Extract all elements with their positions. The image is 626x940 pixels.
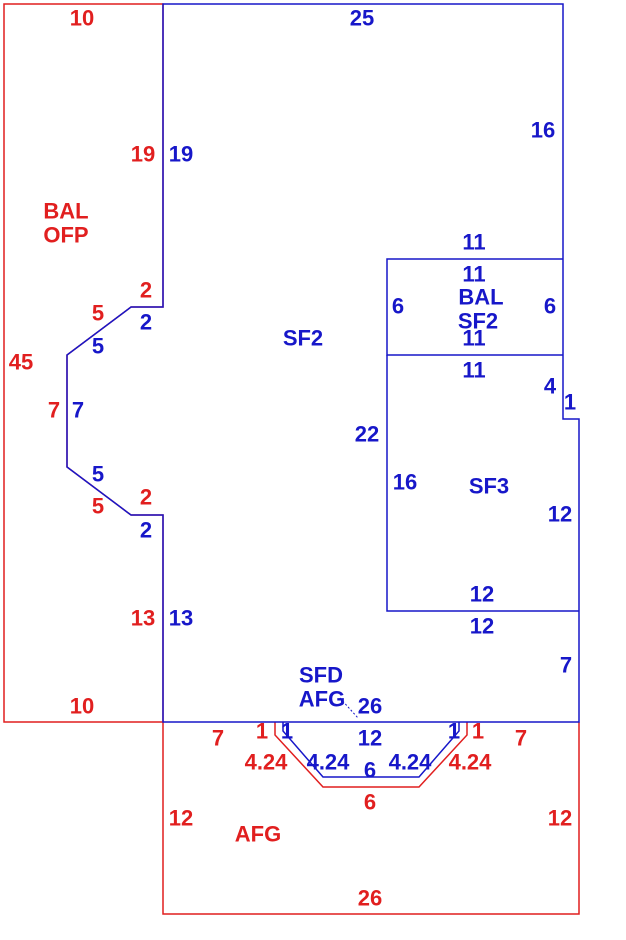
afg-bay-outline: [274, 722, 468, 788]
dimension-label: 5: [92, 462, 104, 487]
blue-dimension-labels: 25 16 19 2 5 7 5 2 13 7 26 11 11 6 6 11 …: [72, 6, 576, 783]
dimension-label: 2: [140, 278, 152, 303]
dimension-label: 7: [48, 398, 60, 423]
dimension-label: 7: [72, 398, 84, 423]
area-label-bal-sf2-line2: SF2: [458, 309, 498, 334]
dimension-label: 5: [92, 494, 104, 519]
dimension-label: 22: [355, 422, 379, 447]
dimension-label: 26: [358, 694, 382, 719]
bay-window-outline: [282, 722, 460, 778]
dimension-label: 7: [515, 726, 527, 751]
dimension-label: 4.24: [245, 750, 289, 775]
dimension-label: 11: [462, 358, 485, 383]
dimension-label: 5: [92, 301, 104, 326]
dimension-label: 1: [448, 719, 460, 744]
dimension-label: 13: [131, 606, 155, 631]
dimension-label: 1: [472, 719, 484, 744]
dimension-label: 4.24: [307, 750, 351, 775]
dimension-label: 2: [140, 518, 152, 543]
dimension-label: 12: [548, 806, 572, 831]
dimension-label: 1: [281, 719, 293, 744]
dimension-label: 12: [169, 806, 193, 831]
area-label-sf2: SF2: [283, 326, 323, 351]
dimension-label: 11: [462, 262, 485, 287]
area-labels: BAL OFP SF2 BAL SF2 SF3 SFD AFG AFG: [43, 199, 509, 847]
dimension-label: 19: [169, 142, 193, 167]
sf2-outline: [66, 3, 580, 723]
area-label-sfd-afg-line1: SFD: [299, 663, 343, 688]
dimension-label: 45: [9, 350, 33, 375]
afg-outline: [162, 722, 580, 915]
dimension-label: 12: [470, 614, 494, 639]
dimension-label: 13: [169, 606, 193, 631]
area-label-sf3: SF3: [469, 474, 509, 499]
dimension-label: 11: [462, 230, 485, 255]
dimension-label: 7: [212, 726, 224, 751]
red-dimension-labels: 10 19 45 2 5 7 5 2 13 10 7 1 4.24 6 4.24…: [9, 6, 572, 911]
dimension-label: 11: [462, 326, 485, 351]
dimension-label: 26: [358, 886, 382, 911]
dimension-label: 25: [350, 6, 374, 31]
blue-outlines: [66, 3, 580, 778]
dimension-label: 1: [564, 390, 576, 415]
dimension-label: 12: [470, 582, 494, 607]
dimension-label: 5: [92, 334, 104, 359]
area-label-bal-ofp-line2: OFP: [43, 223, 88, 248]
dimension-label: 6: [364, 790, 376, 815]
bal-sf2-outline: [386, 258, 563, 356]
dimension-label: 7: [560, 653, 572, 678]
dimension-label: 10: [70, 694, 94, 719]
dimension-label: 1: [256, 719, 268, 744]
area-label-bal-sf2-line1: BAL: [458, 285, 503, 310]
sfd-afg-leader: [339, 697, 359, 719]
dimension-label: 2: [140, 310, 152, 335]
dimension-label: 6: [544, 294, 556, 319]
dimension-label: 4.24: [389, 750, 433, 775]
dimension-label: 6: [392, 294, 404, 319]
red-outlines: [3, 3, 580, 915]
sf3-outline: [386, 355, 579, 612]
dimension-label: 16: [531, 118, 555, 143]
area-label-afg: AFG: [235, 822, 281, 847]
dimension-label: 6: [364, 758, 376, 783]
area-label-sfd-afg-line2: AFG: [299, 687, 345, 712]
dimension-label: 12: [358, 726, 382, 751]
dimension-label: 4: [544, 374, 557, 399]
dimension-label: 16: [393, 470, 417, 495]
dimension-label: 19: [131, 142, 155, 167]
area-label-bal-ofp-line1: BAL: [43, 199, 88, 224]
dimension-label: 10: [70, 6, 94, 31]
dimension-label: 2: [140, 485, 152, 510]
dimension-label: 4.24: [449, 750, 493, 775]
dimension-label: 12: [548, 502, 572, 527]
